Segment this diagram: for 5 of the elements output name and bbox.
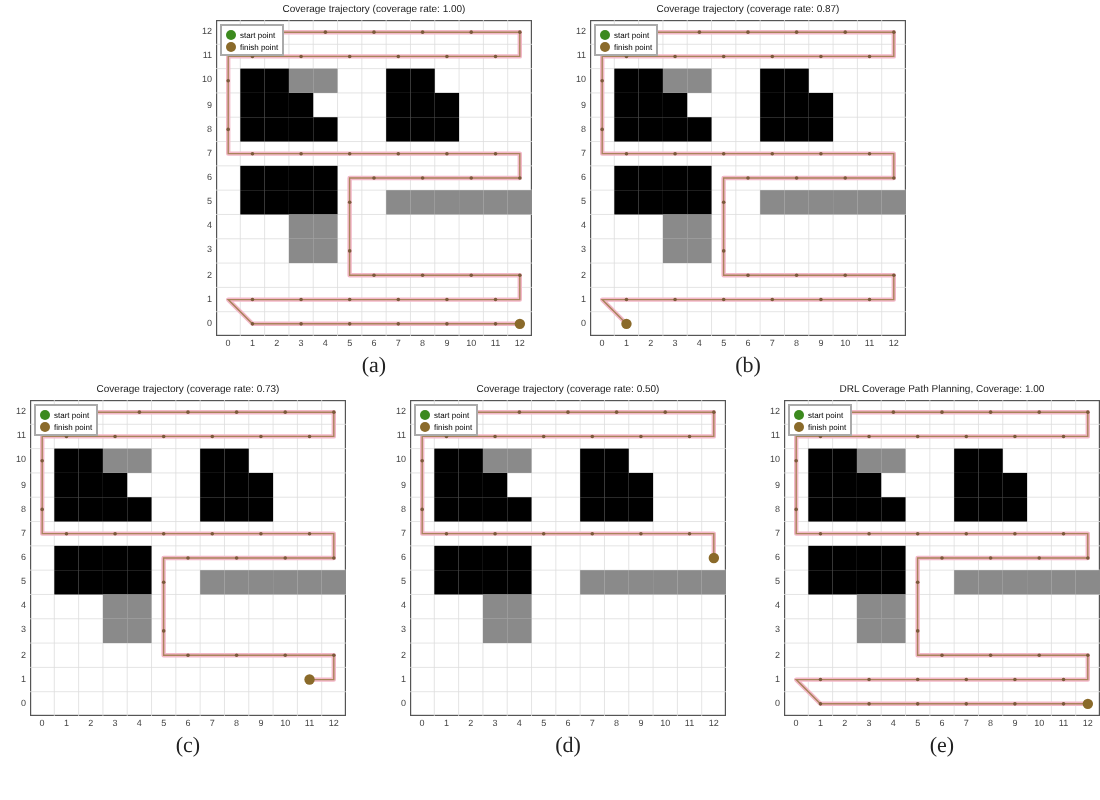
panel-label: (a)	[359, 354, 389, 378]
panel-label: (b)	[733, 354, 763, 378]
panel-label: (e)	[927, 734, 957, 758]
panel-label: (d)	[553, 734, 583, 758]
panel-label: (c)	[173, 734, 203, 758]
